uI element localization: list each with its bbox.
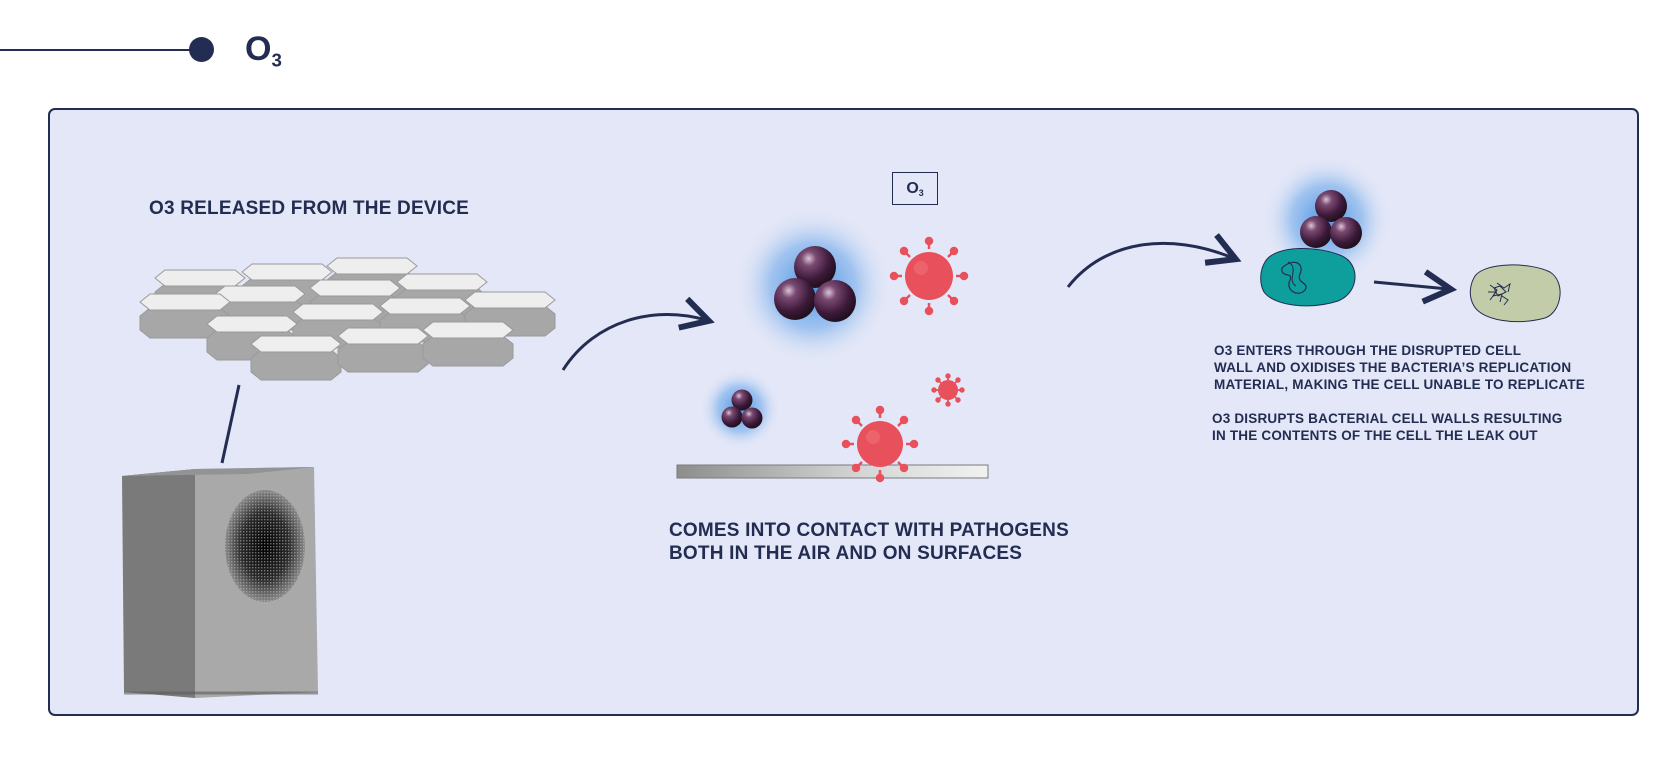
caption-contact-line1: COMES INTO CONTACT WITH PATHOGENS xyxy=(669,520,1069,541)
o3-label-main: O xyxy=(906,180,919,197)
o3-label-box: O3 xyxy=(892,172,938,205)
surface-plate xyxy=(676,464,989,479)
arrow-to-bacteria xyxy=(1066,243,1233,288)
arrow-to-contact xyxy=(561,314,706,371)
caption-enters-line1: O3 ENTERS THROUGH THE DISRUPTED CELL xyxy=(1214,343,1522,358)
ozone-device-icon xyxy=(122,467,318,698)
title-subscript: 3 xyxy=(271,49,282,71)
connector-line xyxy=(220,384,241,464)
virus-icon-small-air xyxy=(931,373,965,407)
header-timeline-dot xyxy=(189,37,214,62)
virus-icon-large-air xyxy=(889,236,969,316)
arrow-to-dead-bacteria xyxy=(1373,282,1448,289)
caption-disrupts: O3 DISRUPTS BACTERIAL CELL WALLS RESULTI… xyxy=(1212,410,1612,444)
ozone-molecule-small-icon xyxy=(700,369,780,449)
bacteria-disrupted-icon xyxy=(1469,264,1561,323)
caption-disrupts-line1: O3 DISRUPTS BACTERIAL CELL WALLS RESULTI… xyxy=(1212,411,1563,426)
page-title: O3 xyxy=(245,30,282,72)
caption-enters-line3: MATERIAL, MAKING THE CELL UNABLE TO REPL… xyxy=(1214,377,1585,392)
header-timeline-line xyxy=(0,49,200,51)
ozone-molecule-large-icon xyxy=(735,208,891,364)
o3-label-sub: 3 xyxy=(918,188,924,199)
caption-enters: O3 ENTERS THROUGH THE DISRUPTED CELL WAL… xyxy=(1214,342,1614,393)
caption-enters-line2: WALL AND OXIDISES THE BACTERIA’S REPLICA… xyxy=(1214,360,1572,375)
virus-icon-surface xyxy=(841,405,919,483)
caption-contact: COMES INTO CONTACT WITH PATHOGENS BOTH I… xyxy=(669,519,1089,565)
bacteria-intact-icon xyxy=(1260,248,1356,307)
title-main: O xyxy=(245,30,272,68)
caption-contact-line2: BOTH IN THE AIR AND ON SURFACES xyxy=(669,543,1023,564)
caption-disrupts-line2: IN THE CONTENTS OF THE CELL THE LEAK OUT xyxy=(1212,428,1538,443)
caption-released: O3 RELEASED FROM THE DEVICE xyxy=(149,198,469,219)
hexagon-grid-icon xyxy=(139,257,556,381)
